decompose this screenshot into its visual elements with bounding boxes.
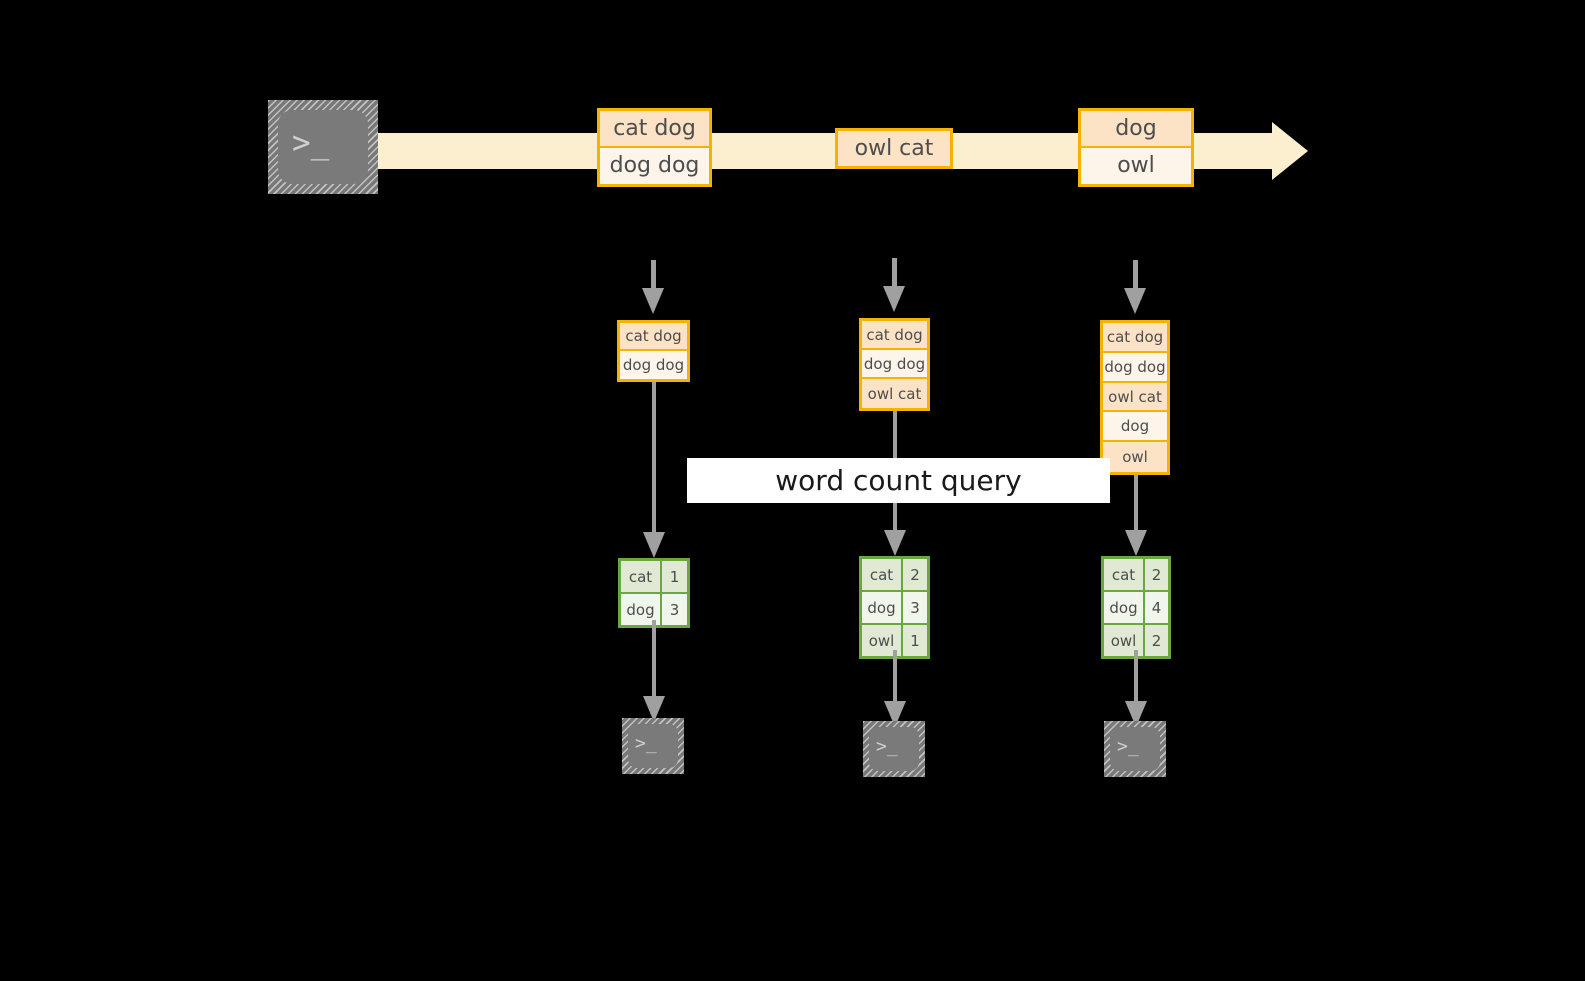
query-arrow-line-3: [1134, 475, 1138, 530]
output-arrowhead-2: [884, 701, 906, 727]
result-table-3: cat 2 dog 4 owl 2: [1101, 556, 1171, 659]
state-table-1: cat dog dog dog: [617, 320, 690, 382]
output-arrow-line-1: [652, 620, 656, 696]
dashed-arrowhead-1: [642, 288, 664, 314]
consumer-terminal-icon-2[interactable]: >_: [863, 721, 925, 777]
state-table-3: cat dog dog dog owl cat dog owl: [1100, 320, 1170, 475]
result-value: 1: [662, 561, 687, 592]
consumer-terminal-icon-1[interactable]: >_: [622, 718, 684, 774]
output-arrow-line-3: [1134, 650, 1138, 726]
dashed-arrow-segment-2: [892, 258, 897, 286]
state-row: cat dog: [862, 321, 927, 351]
query-banner: word count query: [687, 458, 1110, 503]
result-key: dog: [1104, 592, 1145, 623]
record-line: dog: [1081, 111, 1191, 148]
result-row: cat 1: [621, 561, 687, 594]
terminal-prompt-glyph: >_: [876, 736, 898, 757]
result-key: cat: [621, 561, 662, 592]
state-table-2: cat dog dog dog owl cat: [859, 318, 930, 411]
terminal-screen: [278, 110, 368, 184]
result-key: dog: [621, 594, 662, 625]
terminal-screen: [1110, 727, 1160, 771]
result-row: dog 3: [621, 594, 687, 625]
result-key: cat: [1104, 559, 1145, 590]
state-row: dog dog: [1103, 352, 1167, 383]
result-row: owl 2: [1104, 625, 1168, 656]
producer-terminal-icon[interactable]: >_: [268, 100, 378, 194]
query-banner-label: word count query: [775, 464, 1022, 497]
result-row: dog 3: [862, 592, 927, 625]
query-arrowhead-3: [1125, 530, 1147, 556]
result-value: 2: [1145, 559, 1168, 590]
dashed-arrowhead-2: [883, 286, 905, 312]
query-arrowhead-1: [643, 532, 665, 558]
result-value: 4: [1145, 592, 1168, 623]
result-row: cat 2: [862, 559, 927, 592]
output-arrowhead-1: [643, 696, 665, 722]
stream-arrowhead-icon: [1272, 122, 1308, 180]
dashed-arrow-segment-3: [1133, 260, 1138, 288]
result-row: dog 4: [1104, 592, 1168, 625]
state-row: dog dog: [620, 351, 687, 379]
output-arrow-line-2: [893, 650, 897, 726]
result-table-1: cat 1 dog 3: [618, 558, 690, 628]
query-arrow-line-1: [652, 382, 656, 532]
state-row: owl cat: [862, 379, 927, 408]
result-value: 1: [903, 625, 927, 656]
result-key: dog: [862, 592, 903, 623]
query-arrowhead-2: [884, 530, 906, 556]
state-row: owl: [1103, 442, 1167, 472]
terminal-prompt-glyph: >_: [635, 733, 657, 754]
result-row: cat 2: [1104, 559, 1168, 592]
state-row: owl cat: [1103, 382, 1167, 413]
state-row: cat dog: [620, 323, 687, 352]
record-line: owl: [1081, 147, 1191, 184]
record-line: owl cat: [838, 131, 950, 166]
record-line: dog dog: [600, 147, 709, 184]
dashed-arrow-segment-1: [651, 260, 656, 288]
result-value: 2: [1145, 625, 1168, 656]
record-line: cat dog: [600, 111, 709, 148]
output-arrowhead-3: [1125, 701, 1147, 727]
result-value: 3: [662, 594, 687, 625]
terminal-screen: [628, 724, 678, 768]
result-table-2: cat 2 dog 3 owl 1: [859, 556, 930, 659]
stream-record-2: owl cat: [835, 128, 953, 169]
result-key: cat: [862, 559, 903, 590]
stream-record-3: dog owl: [1078, 108, 1194, 187]
stream-record-1: cat dog dog dog: [597, 108, 712, 187]
result-key: owl: [1104, 625, 1145, 656]
result-value: 2: [903, 559, 927, 590]
terminal-screen: [869, 727, 919, 771]
dashed-arrowhead-3: [1124, 288, 1146, 314]
terminal-prompt-glyph: >_: [1117, 736, 1139, 757]
state-row: dog: [1103, 412, 1167, 443]
consumer-terminal-icon-3[interactable]: >_: [1104, 721, 1166, 777]
terminal-prompt-glyph: >_: [292, 125, 330, 161]
state-row: cat dog: [1103, 323, 1167, 353]
result-value: 3: [903, 592, 927, 623]
state-row: dog dog: [862, 350, 927, 380]
